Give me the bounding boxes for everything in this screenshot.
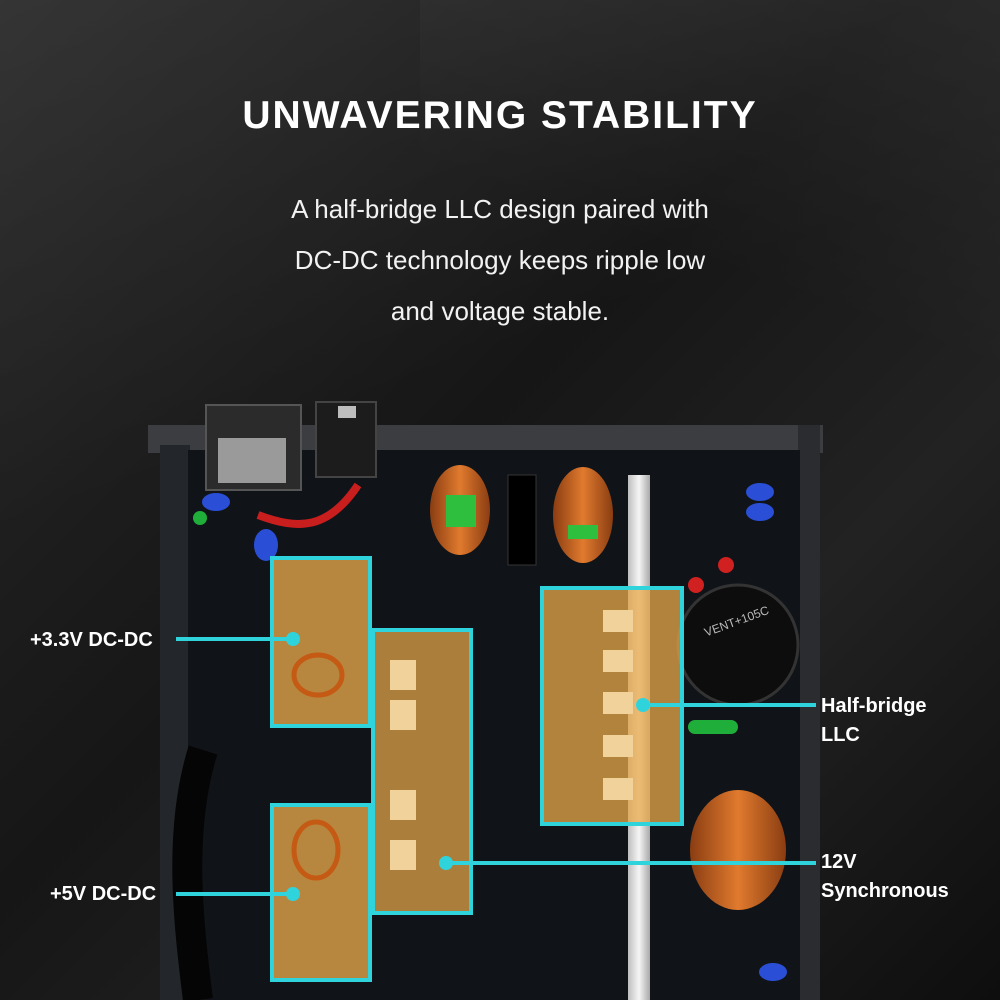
coil-top-right — [553, 467, 613, 563]
bulk-capacitor — [676, 583, 800, 707]
llc-fin-5 — [603, 778, 633, 800]
callout-label-llc-line1: Half-bridge — [821, 695, 927, 717]
switch-rocker — [338, 406, 356, 418]
llc-fin-3 — [603, 692, 633, 714]
llc-fin-2 — [603, 650, 633, 672]
llc-fin-1 — [603, 610, 633, 632]
callout-label-sync-line1: 12V — [821, 851, 857, 873]
blue-cap-right-3 — [759, 963, 787, 981]
blue-cap-right-2 — [746, 503, 774, 521]
callout-label-5v: +5V DC-DC — [50, 883, 157, 905]
header-pins — [507, 474, 537, 566]
headline: UNWAVERING STABILITY — [242, 94, 758, 137]
dcdc-33v-coil — [291, 652, 345, 698]
coil-right-large — [690, 790, 786, 910]
blue-capacitor-2 — [254, 529, 278, 561]
description-line-3: and voltage stable. — [390, 296, 610, 326]
red-wire — [256, 482, 362, 528]
output-cables — [172, 745, 218, 1000]
callout-ext-33v — [178, 637, 180, 641]
red-cap-1 — [688, 577, 704, 593]
mosfet-2 — [390, 700, 416, 730]
blue-cap-right-1 — [746, 483, 774, 501]
chassis-right-wall — [798, 425, 820, 1000]
green-cap — [688, 720, 738, 734]
ac-inlet-plug — [218, 438, 286, 483]
mosfet-4 — [390, 840, 416, 870]
dcdc-5v-coil — [291, 819, 341, 881]
callout-dot-sync — [439, 856, 453, 870]
description-line-1: A half-bridge LLC design paired with — [291, 194, 709, 224]
callout-label-33v: +3.3V DC-DC — [30, 629, 153, 651]
mosfet-1 — [390, 660, 416, 690]
description-line-2: DC-DC technology keeps ripple low — [294, 245, 706, 275]
callout-label-llc-line2: LLC — [821, 724, 860, 746]
red-cap-2 — [718, 557, 734, 573]
callout-dot-33v — [286, 632, 300, 646]
callout-dot-5v — [286, 887, 300, 901]
mosfet-3 — [390, 790, 416, 820]
callout-label-sync-line2: Synchronous — [821, 880, 949, 902]
callout-dot-llc — [636, 698, 650, 712]
callout-label-sync: 12V Synchronous — [821, 848, 949, 906]
description: A half-bridge LLC design paired with DC-… — [200, 184, 800, 337]
green-component — [193, 511, 207, 525]
choke-green-core — [446, 495, 476, 527]
blue-capacitor-1 — [202, 493, 230, 511]
psu-board-illustration: VENT+105C — [148, 401, 823, 1000]
llc-fin-4 — [603, 735, 633, 757]
callout-label-llc: Half-bridge LLC — [821, 692, 927, 750]
sync-12v-highlight — [371, 628, 473, 915]
coil-top-right-core — [568, 525, 598, 539]
